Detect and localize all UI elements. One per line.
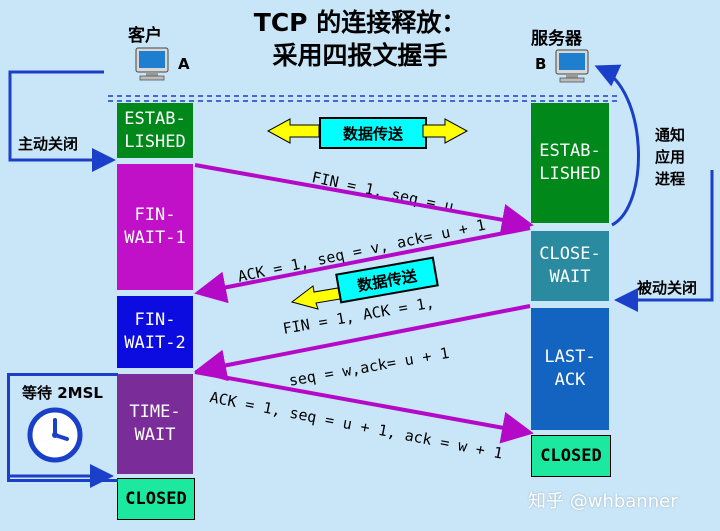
title-line-2: 采用四报文握手 xyxy=(272,41,448,70)
client-state-closed: CLOSED xyxy=(117,478,195,520)
server-label: 服务器 xyxy=(531,29,582,49)
server-state-close-wait: CLOSE- WAIT xyxy=(531,231,609,301)
data-transfer-arrow-1 xyxy=(266,118,469,144)
client-label: 客户 xyxy=(128,26,162,46)
active-close-label: 主动关闭 xyxy=(18,135,79,153)
notify-app-label: 通知 应用 进程 xyxy=(654,126,685,188)
client-computer-icon xyxy=(135,47,169,81)
arrow-fin-2 xyxy=(194,304,531,382)
wait-2msl-bracket xyxy=(7,373,118,482)
title-line-1: TCP 的连接释放： xyxy=(253,8,467,37)
arrow-ack-2 xyxy=(194,370,534,444)
server-letter: B xyxy=(535,55,547,73)
active-close-arrow xyxy=(8,70,116,172)
passive-close-arrow xyxy=(614,170,714,312)
client-state-fin-wait-2: FIN- WAIT-2 xyxy=(117,296,193,368)
client-state-fin-wait-1: FIN- WAIT-1 xyxy=(117,164,193,290)
data-transfer-arrow-2 xyxy=(290,285,341,310)
client-letter: A xyxy=(178,55,190,73)
client-state-time-wait: TIME- WAIT xyxy=(117,374,193,474)
notify-app-arrow xyxy=(594,64,640,227)
server-state-last-ack: LAST- ACK xyxy=(531,308,609,430)
passive-close-label: 被动关闭 xyxy=(637,279,698,297)
server-computer-icon xyxy=(555,49,589,83)
client-state-established: ESTAB- LISHED xyxy=(117,103,193,158)
server-state-closed: CLOSED xyxy=(531,435,611,477)
diagram-title: TCP 的连接释放： 采用四报文握手 xyxy=(200,6,520,72)
clock-icon xyxy=(27,407,83,463)
watermark: 知乎 @whbanner xyxy=(528,491,678,512)
data-transfer-box-1: 数据传送 xyxy=(319,117,427,149)
arrow-ack-1 xyxy=(194,226,531,304)
server-state-established: ESTAB- LISHED xyxy=(531,103,609,223)
arrow-fin-1 xyxy=(194,163,534,236)
wait-2msl-label: 等待 2MSL xyxy=(22,384,103,402)
